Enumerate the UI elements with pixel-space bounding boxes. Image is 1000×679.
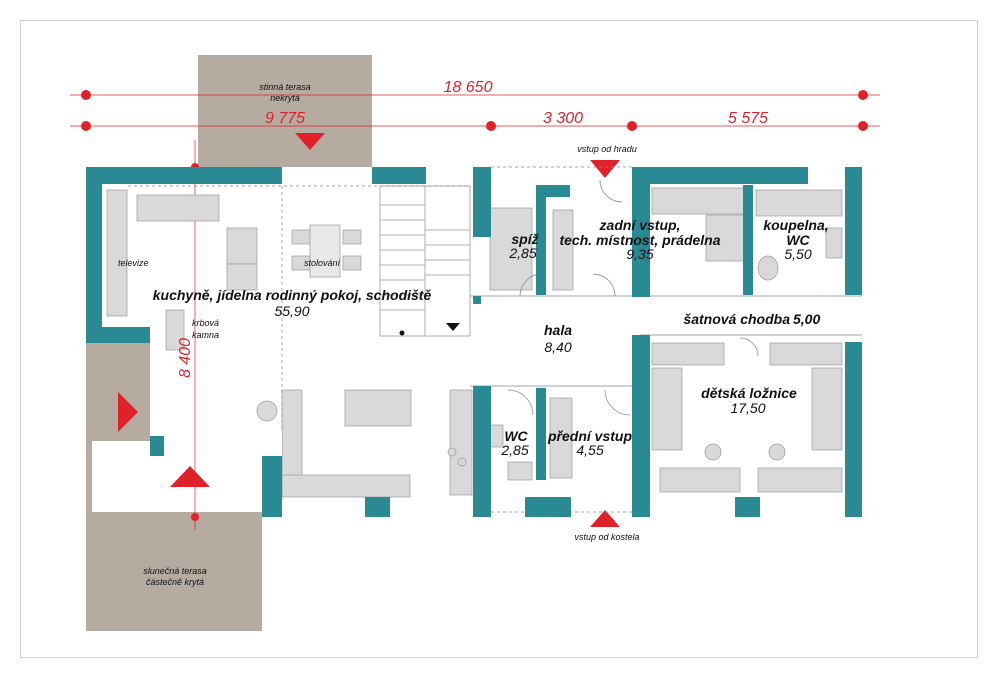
- corridor-area: 5,00: [793, 311, 820, 327]
- corridor-name: šatnová chodba: [683, 311, 790, 327]
- dimension-total: 18 650: [444, 79, 493, 96]
- sunny-terrace-label-2: částečně krytá: [146, 577, 204, 587]
- shaded-terrace-label-1: stinná terasa: [259, 82, 311, 92]
- hall-name: hala: [544, 322, 572, 338]
- front-entry-area: 4,55: [576, 442, 603, 458]
- entrance-markers: [118, 133, 620, 527]
- bathroom-name-2: WC: [786, 232, 810, 248]
- furniture: [106, 187, 843, 498]
- pantry-area: 2,85: [508, 245, 536, 261]
- front-entry-name: přední vstup: [547, 428, 632, 444]
- stair-dot: [399, 330, 405, 336]
- tv-label: televize: [118, 258, 149, 268]
- shaded-terrace: [198, 55, 372, 167]
- bathroom-name-1: koupelna,: [763, 217, 828, 233]
- living-room-area: 55,90: [274, 303, 309, 319]
- wc-name: WC: [504, 428, 528, 444]
- dimension-right: 5 575: [728, 110, 768, 127]
- stair-arrow: [446, 323, 460, 331]
- utility-name-1: zadní vstup,: [599, 217, 681, 233]
- internal-lines: [128, 166, 862, 513]
- stove-label-1: krbová: [192, 318, 219, 328]
- dimension-middle: 3 300: [543, 110, 583, 127]
- stove-label-2: kamna: [192, 330, 219, 340]
- entrance-castle-label: vstup od hradu: [577, 144, 637, 154]
- living-room-name: kuchyně, jídelna rodinný pokoj, schodišt…: [153, 287, 432, 303]
- dimension-dots: [81, 90, 868, 521]
- utility-area: 9,35: [626, 246, 653, 262]
- wc-area: 2,85: [500, 442, 528, 458]
- dining-label: stolování: [304, 258, 342, 268]
- walls: [86, 167, 862, 517]
- pantry-name: spíž: [511, 231, 539, 247]
- utility-name-2: tech. místnost, prádelna: [559, 232, 720, 248]
- bathroom-area: 5,50: [784, 246, 811, 262]
- dimension-depth: 8 400: [177, 338, 194, 378]
- shaded-terrace-label-2: nekrytá: [270, 93, 300, 103]
- hall-area: 8,40: [544, 339, 571, 355]
- dimension-left: 9 775: [265, 110, 305, 127]
- kids-bedroom-area: 17,50: [730, 400, 765, 416]
- entrance-church-label: vstup od kostela: [574, 532, 639, 542]
- kids-bedroom-name: dětská ložnice: [701, 385, 797, 401]
- sunny-terrace-label-1: slunečná terasa: [143, 566, 207, 576]
